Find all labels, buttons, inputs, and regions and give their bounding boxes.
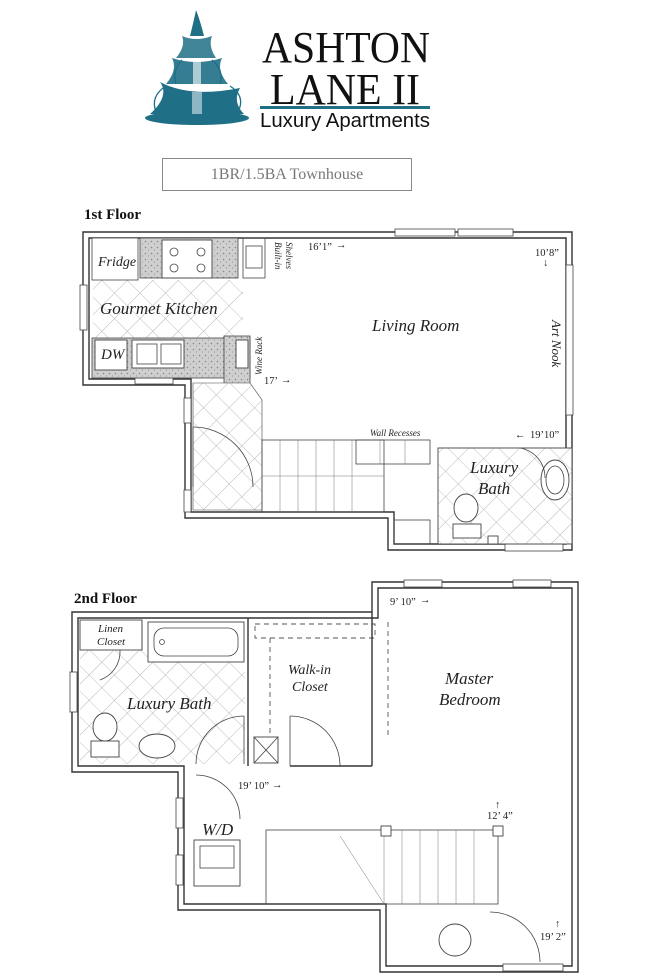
- builtin-label-line1: Built-in: [273, 242, 283, 270]
- dim-living-width: 16’1”: [308, 242, 332, 253]
- logo-tagline: Luxury Apartments: [260, 110, 430, 132]
- linen-label-line2: Closet: [97, 636, 126, 648]
- dim-bedroom-width: 9’ 10”: [390, 597, 416, 608]
- dim-living-length: 19’10”: [530, 430, 559, 441]
- first-floor-plan: [79, 228, 574, 552]
- wd-label: W/D: [202, 820, 234, 839]
- fountain-logo-icon: [145, 10, 249, 125]
- logo-line1: ASHTON: [262, 23, 430, 72]
- arrow-right-icon: →: [336, 240, 347, 251]
- second-floor-plan: [69, 579, 579, 973]
- second-floor-heading: 2nd Floor: [74, 591, 137, 607]
- art-nook-label: Art Nook: [549, 319, 564, 368]
- master-label-line1: Master: [444, 669, 494, 688]
- fridge-label: Fridge: [97, 255, 136, 270]
- dim-kitchen-length: 17’: [264, 376, 278, 387]
- bath-label-line1: Luxury: [469, 458, 519, 477]
- arrow-left-icon: ←: [515, 430, 526, 441]
- master-label-line2: Bedroom: [439, 690, 501, 709]
- dim-bedroom-depth: 12’ 4”: [487, 811, 513, 822]
- bath2-label: Luxury Bath: [126, 694, 212, 713]
- walkin-label-line1: Walk-in: [288, 663, 331, 678]
- wall-recesses-label: Wall Recesses: [370, 428, 421, 438]
- arrow-right-icon: →: [272, 780, 283, 791]
- first-floor-heading: 1st Floor: [84, 207, 142, 223]
- linen-label-line1: Linen: [97, 623, 124, 635]
- builtin-label-line2: Shelves: [284, 242, 294, 269]
- unit-type-label: 1BR/1.5BA Townhouse: [162, 158, 412, 191]
- walkin-label-line2: Closet: [292, 680, 329, 695]
- arrow-down-icon: ↓: [543, 258, 548, 269]
- kitchen-label: Gourmet Kitchen: [100, 299, 218, 318]
- dim-bedroom-length: 19’ 2”: [540, 932, 566, 943]
- arrow-up-icon: ↑: [495, 800, 500, 811]
- dw-label: DW: [100, 347, 126, 363]
- arrow-right-icon: →: [281, 375, 292, 386]
- wine-rack-label: Wine Rack: [254, 336, 264, 375]
- arrow-right-icon: →: [420, 595, 431, 606]
- logo-rule: [260, 106, 430, 109]
- dim-nook-depth: 10’8”: [535, 248, 559, 259]
- dim-hall-length: 19’ 10”: [238, 781, 269, 792]
- bath-label-line2: Bath: [478, 479, 510, 498]
- logo-line2: LANE II: [270, 65, 420, 114]
- living-room-label: Living Room: [371, 316, 459, 335]
- arrow-up-icon: ↑: [555, 919, 560, 930]
